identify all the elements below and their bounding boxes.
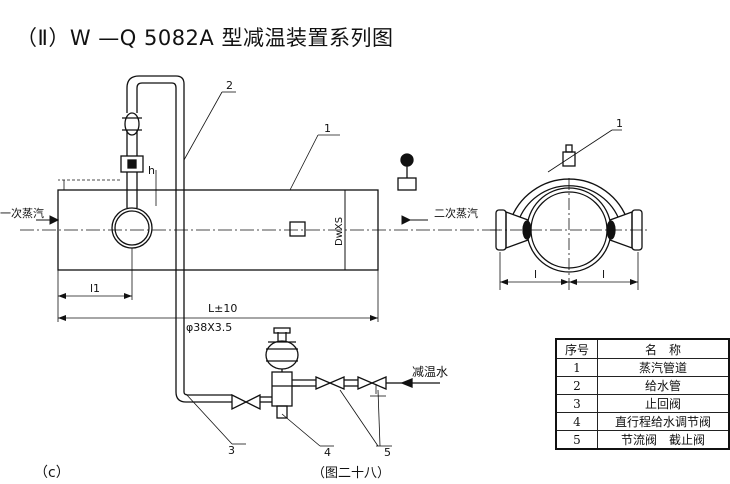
row-no: 4 — [555, 412, 598, 431]
row-no: 3 — [555, 394, 598, 413]
water-label: 减温水 — [412, 365, 448, 379]
valve-actuator — [265, 340, 299, 370]
table-row: 2 给水管 — [555, 376, 730, 395]
row-name: 蒸汽管道 — [597, 358, 730, 377]
row-name: 节流阀 截止阀 — [597, 430, 730, 450]
row-name: 给水管 — [597, 376, 730, 395]
callout-1b: 1 — [616, 117, 623, 130]
sub-figure-label: （c） — [34, 465, 70, 481]
row-no: 1 — [555, 358, 598, 377]
row-no: 5 — [555, 430, 598, 450]
callout-4: 4 — [324, 446, 331, 459]
parts-table-header: 序号 名 称 — [555, 338, 730, 359]
table-row: 5 节流阀 截止阀 — [555, 430, 730, 450]
inspection-port — [289, 221, 306, 237]
callout-2: 2 — [226, 79, 233, 92]
dim-l-left-label: l — [534, 268, 537, 281]
length-total-label: L±10 — [208, 302, 237, 315]
callout-1a: 1 — [324, 122, 331, 135]
control-valve-body — [271, 371, 293, 407]
header-no: 序号 — [555, 338, 598, 359]
figure-caption: （图二十八） — [312, 466, 391, 481]
gauge-icon — [400, 153, 414, 167]
gauge-base — [397, 177, 417, 191]
nozzle-valve-box — [120, 155, 144, 173]
table-row: 4 直行程给水调节阀 — [555, 412, 730, 431]
callout-3: 3 — [228, 444, 235, 457]
row-no: 2 — [555, 376, 598, 395]
height-h-label: h — [148, 164, 155, 177]
parts-table: 序号 名 称 1 蒸汽管道 2 给水管 3 止回阀 4 直行程给水调节阀 5 节… — [555, 338, 730, 450]
row-name: 直行程给水调节阀 — [597, 412, 730, 431]
table-row: 3 止回阀 — [555, 394, 730, 413]
page-title: （Ⅱ）W —Q 5082A 型减温装置系列图 — [16, 26, 394, 50]
length-l1-label: l1 — [90, 282, 100, 295]
table-row: 1 蒸汽管道 — [555, 358, 730, 377]
inlet-label: 一次蒸汽 — [0, 206, 44, 220]
row-name: 止回阀 — [597, 394, 730, 413]
header-name: 名 称 — [597, 338, 730, 359]
diameter-label: DwXS — [334, 217, 345, 246]
dim-l-right-label: l — [602, 268, 605, 281]
pipe-size-label: φ38X3.5 — [186, 321, 232, 334]
nozzle-ring — [111, 207, 153, 249]
outlet-label: 二次蒸汽 — [434, 206, 478, 220]
callout-5: 5 — [384, 446, 391, 459]
